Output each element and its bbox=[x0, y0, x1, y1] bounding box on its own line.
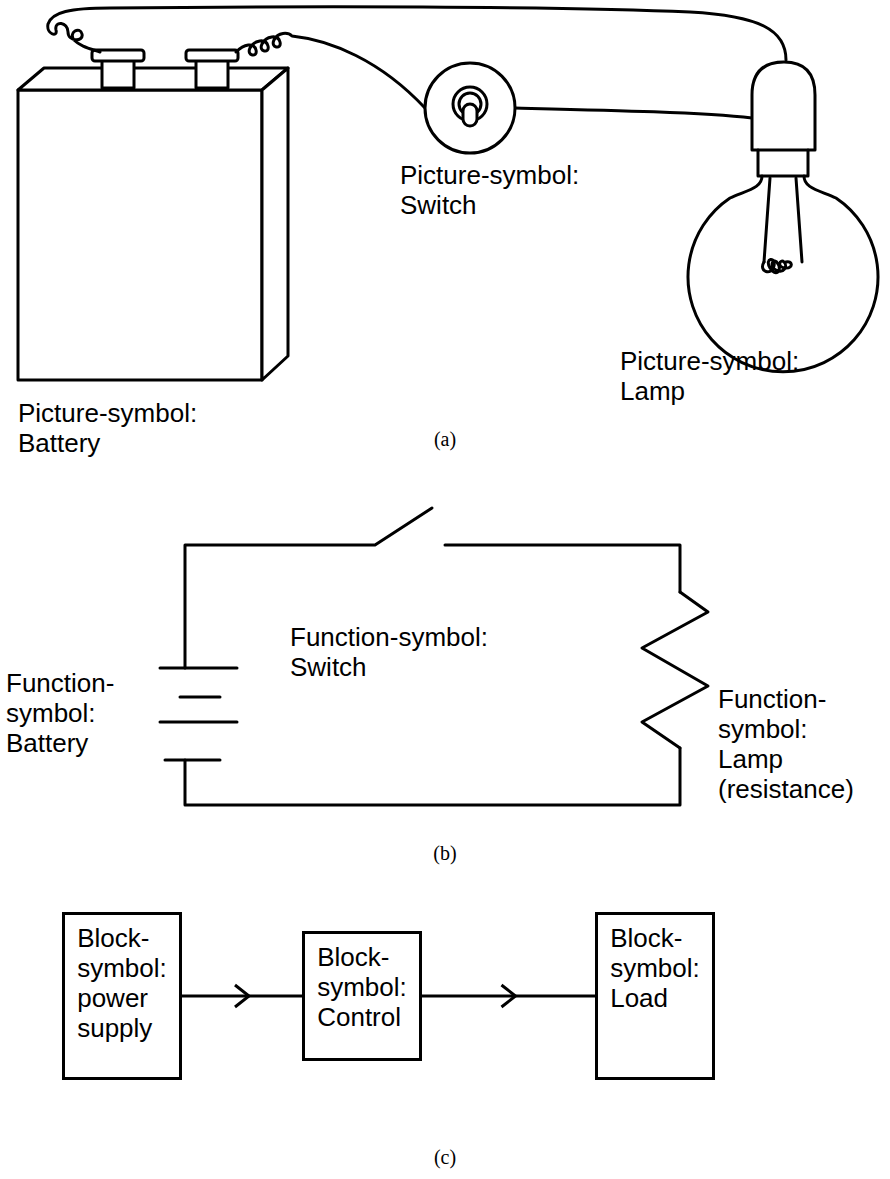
connector-line bbox=[182, 995, 302, 998]
symbol-label: Function-symbol: Switch bbox=[290, 622, 550, 682]
wire bbox=[48, 7, 786, 118]
arrowhead bbox=[501, 985, 515, 1007]
connector-line bbox=[422, 995, 595, 998]
panel-caption: (b) bbox=[433, 842, 456, 865]
resistor-symbol bbox=[642, 592, 708, 748]
panel-caption: (a) bbox=[434, 428, 456, 451]
symbol-label: Picture-symbol: Lamp bbox=[620, 346, 850, 406]
block-label: Block-symbol: Control bbox=[317, 942, 407, 1032]
arrow-connector bbox=[422, 985, 595, 1007]
block-box: Block-symbol: Load bbox=[595, 912, 715, 1080]
circuit-wire bbox=[185, 508, 680, 805]
arrowhead bbox=[235, 985, 249, 1007]
block-box: Block-symbol: Control bbox=[302, 931, 422, 1061]
arrow-connector bbox=[182, 985, 302, 1007]
battery-picture bbox=[18, 50, 288, 380]
block-box: Block-symbol: power supply bbox=[62, 912, 182, 1080]
symbol-label: Picture-symbol: Battery bbox=[18, 398, 268, 458]
block-label: Block-symbol: Load bbox=[610, 923, 700, 1013]
panel-caption: (c) bbox=[434, 1146, 456, 1169]
symbol-label: Function-symbol: Battery bbox=[6, 668, 114, 758]
battery-symbol bbox=[160, 668, 237, 760]
symbol-label: Function-symbol: Lamp (resistance) bbox=[718, 684, 854, 804]
block-label: Block-symbol: power supply bbox=[77, 923, 167, 1043]
switch-picture bbox=[425, 63, 515, 153]
symbol-label: Picture-symbol: Switch bbox=[400, 160, 630, 220]
lamp-picture bbox=[688, 62, 878, 372]
